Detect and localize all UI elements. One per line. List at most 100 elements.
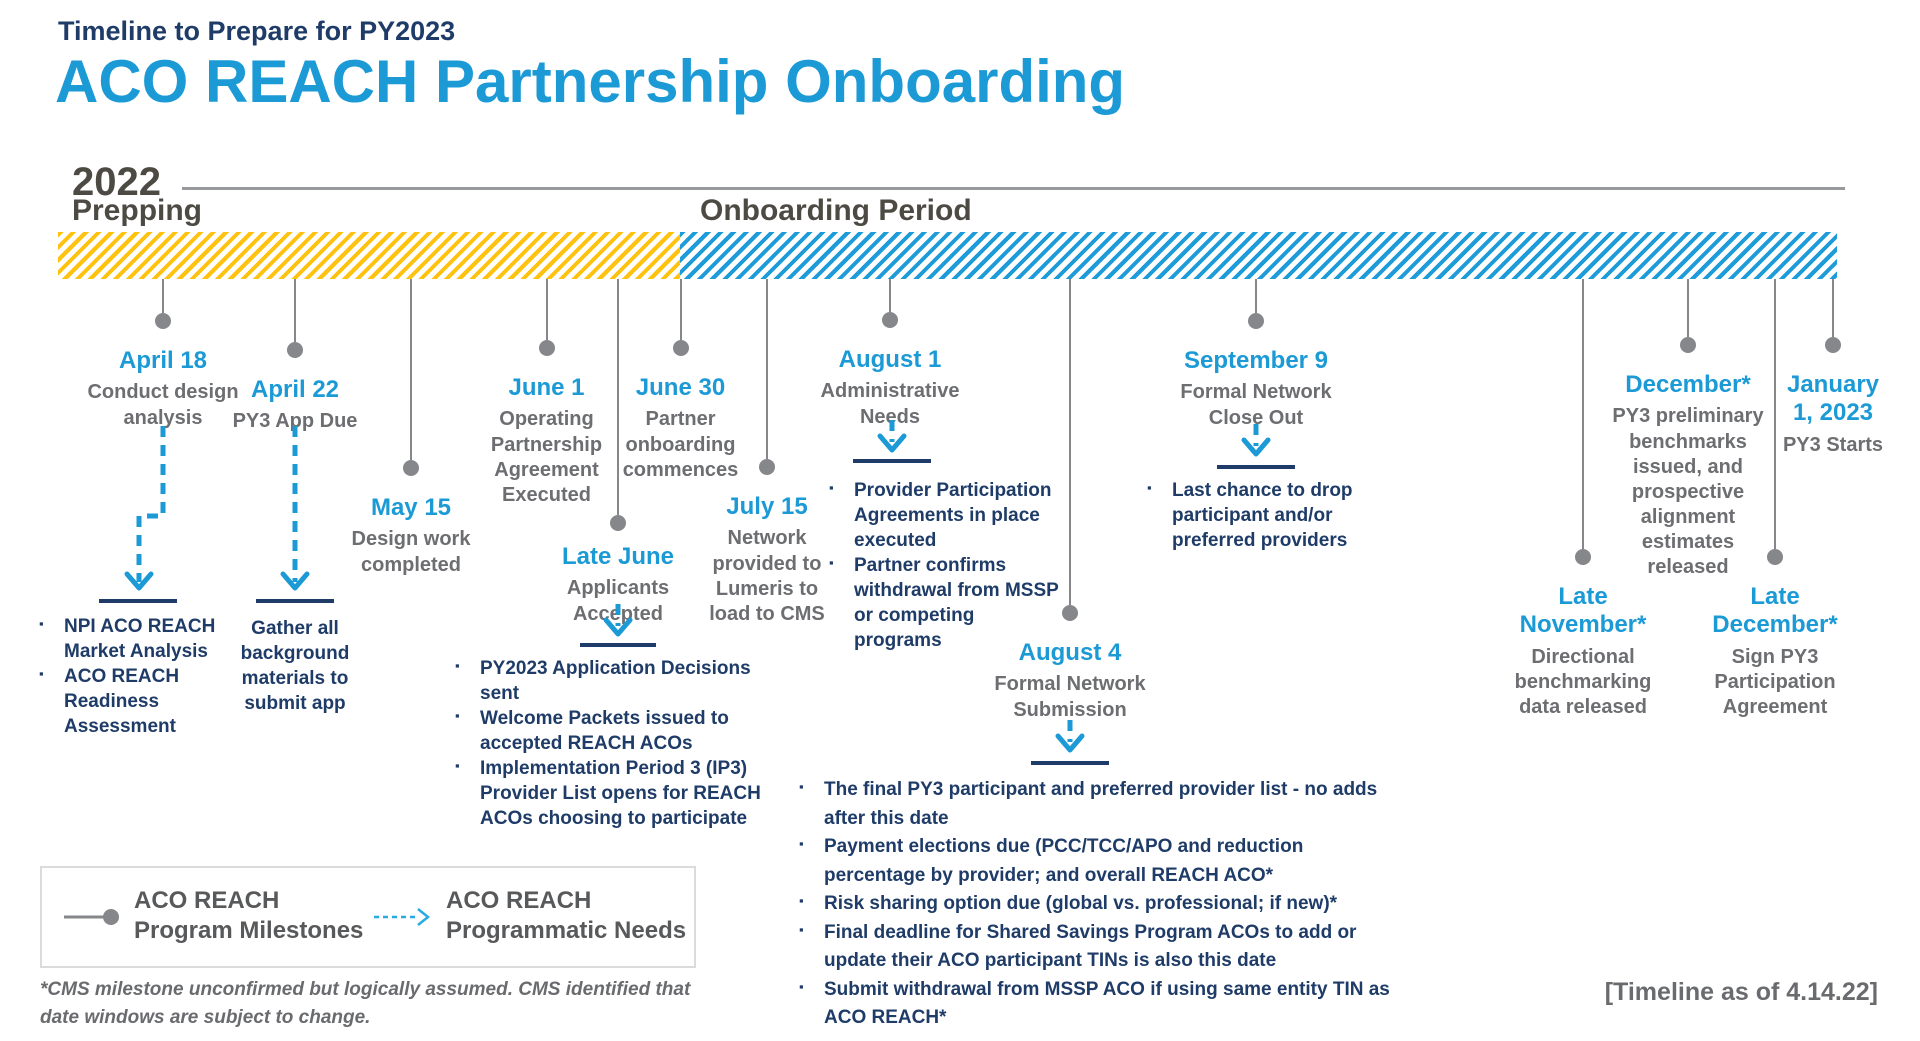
need-item: Last chance to drop participant and/or p… — [1144, 478, 1414, 553]
milestone-date: July 15 — [726, 493, 808, 520]
milestone-dot — [610, 515, 626, 531]
milestone-desc: Operating Partnership Agreement Executed — [490, 408, 603, 506]
milestone-stem — [766, 279, 768, 459]
footnote: *CMS milestone unconfirmed but logically… — [40, 979, 691, 1028]
milestone-desc: Formal Network Close Out — [1180, 381, 1332, 429]
page-title: ACO REACH Partnership Onboarding — [55, 48, 1126, 115]
milestone-dot — [539, 340, 555, 356]
dashed-arrow-august-1 — [877, 420, 907, 453]
milestone-dot — [759, 459, 775, 475]
need-item: ACO REACH Readiness Assessment — [36, 664, 222, 739]
milestone-date: Late December* — [1712, 583, 1838, 639]
milestone-date: Late June — [561, 543, 675, 570]
milestone-desc: PY3 Starts — [1782, 433, 1884, 456]
year-rule — [182, 187, 1845, 190]
milestone-date: August 1 — [838, 346, 942, 373]
milestone-desc: Sign PY3 Participation Agreement — [1714, 645, 1836, 718]
need-list-late-june: PY2023 Application Decisions sent Welcom… — [452, 656, 792, 832]
need-item: Final deadline for Shared Savings Progra… — [796, 919, 1409, 976]
milestone-april-22: April 22 PY3 App Due — [215, 376, 375, 435]
milestone-july-15: July 15 Network provided to Lumeris to l… — [702, 493, 832, 627]
milestone-stem — [1832, 279, 1834, 337]
need-underline — [1217, 465, 1295, 469]
milestone-stem — [1069, 279, 1071, 605]
milestone-dot — [1825, 337, 1841, 353]
milestone-december: December* PY3 preliminary benchmarks iss… — [1608, 371, 1768, 581]
timeline-bar-prepping — [58, 232, 680, 279]
phase-label-prepping: Prepping — [72, 194, 203, 227]
milestone-desc: Formal Network Submission — [994, 673, 1146, 721]
milestone-desc: Administrative Needs — [820, 380, 960, 428]
need-underline — [853, 459, 931, 463]
milestone-stem — [410, 279, 412, 460]
milestone-late-november: Late November* Directional benchmarking … — [1503, 583, 1663, 720]
need-underline — [1031, 761, 1109, 765]
milestone-desc: PY3 App Due — [232, 410, 358, 433]
milestone-date: Late November* — [1519, 583, 1647, 639]
need-item: NPI ACO REACH Market Analysis — [36, 614, 222, 664]
milestone-late-december: Late December* Sign PY3 Participation Ag… — [1695, 583, 1855, 720]
dashed-arrow-april-18 — [124, 426, 166, 591]
milestone-dot — [673, 340, 689, 356]
milestone-date: April 22 — [250, 376, 340, 403]
milestone-dot — [1248, 313, 1264, 329]
milestone-stem — [617, 279, 619, 515]
milestone-stem — [889, 279, 891, 312]
milestone-date: June 1 — [508, 374, 585, 401]
milestone-stem — [162, 279, 164, 313]
milestone-desc: Design work completed — [351, 528, 471, 576]
need-list-april-18: NPI ACO REACH Market Analysis ACO REACH … — [36, 614, 222, 739]
milestone-line-dot-icon — [64, 909, 119, 925]
need-list-august-1: Provider Participation Agreements in pla… — [826, 478, 1066, 654]
milestone-desc: Conduct design analysis — [87, 381, 239, 429]
need-item: Risk sharing option due (global vs. prof… — [796, 890, 1409, 919]
dashed-arrow-august-4 — [1055, 720, 1085, 753]
need-item: Submit withdrawal from MSSP ACO if using… — [796, 976, 1409, 1033]
milestone-dot — [155, 313, 171, 329]
legend-needs-label: ACO REACH Programmatic Needs — [446, 887, 687, 944]
need-item: Provider Participation Agreements in pla… — [826, 478, 1066, 553]
milestone-dot — [1767, 549, 1783, 565]
milestone-date: January 1, 2023 — [1786, 371, 1880, 427]
milestone-stem — [680, 279, 682, 340]
milestone-desc: Network provided to Lumeris to load to C… — [709, 527, 825, 625]
milestone-stem — [1255, 279, 1257, 313]
milestone-dot — [882, 312, 898, 328]
milestone-date: April 18 — [118, 347, 208, 374]
milestone-dot — [1680, 337, 1696, 353]
need-item: Implementation Period 3 (IP3) Provider L… — [452, 756, 792, 831]
milestone-january-1-2023: January 1, 2023 PY3 Starts — [1773, 371, 1893, 458]
milestone-stem — [1687, 279, 1689, 337]
need-item: Welcome Packets issued to accepted REACH… — [452, 706, 792, 756]
milestone-dot — [1062, 605, 1078, 621]
milestone-april-18: April 18 Conduct design analysis — [78, 347, 248, 431]
need-list-august-4: The final PY3 participant and preferred … — [796, 776, 1409, 1033]
milestone-stem — [294, 279, 296, 342]
milestone-date: May 15 — [370, 494, 452, 521]
dashed-arrow-september-9 — [1241, 424, 1271, 457]
milestone-date: June 30 — [635, 374, 726, 401]
milestone-desc: Partner onboarding commences — [622, 408, 739, 481]
milestone-dot — [1575, 549, 1591, 565]
milestone-september-9: September 9 Formal Network Close Out — [1161, 347, 1351, 431]
milestone-date: September 9 — [1183, 347, 1329, 374]
milestone-desc: PY3 preliminary benchmarks issued, and p… — [1612, 405, 1764, 579]
timeline-bar-onboarding — [680, 232, 1837, 279]
milestone-stem — [1774, 279, 1776, 549]
need-underline — [256, 599, 334, 603]
milestone-desc: Directional benchmarking data released — [1514, 645, 1652, 718]
need-underline — [99, 599, 177, 603]
legend-milestones-label: ACO REACH Program Milestones — [134, 887, 364, 944]
timeline-stamp: [Timeline as of 4.14.22] — [1604, 978, 1878, 1006]
need-item: Payment elections due (PCC/TCC/APO and r… — [796, 833, 1409, 890]
milestone-stem — [546, 279, 548, 340]
milestone-date: December* — [1625, 371, 1751, 398]
need-item: The final PY3 participant and preferred … — [796, 776, 1409, 833]
need-underline — [580, 643, 656, 647]
need-text-april-22: Gather all background materials to submi… — [240, 618, 350, 715]
eyebrow-title: Timeline to Prepare for PY2023 — [58, 16, 456, 46]
need-item: Partner confirms withdrawal from MSSP or… — [826, 553, 1066, 653]
milestone-dot — [287, 342, 303, 358]
milestone-august-1: August 1 Administrative Needs — [815, 346, 965, 430]
